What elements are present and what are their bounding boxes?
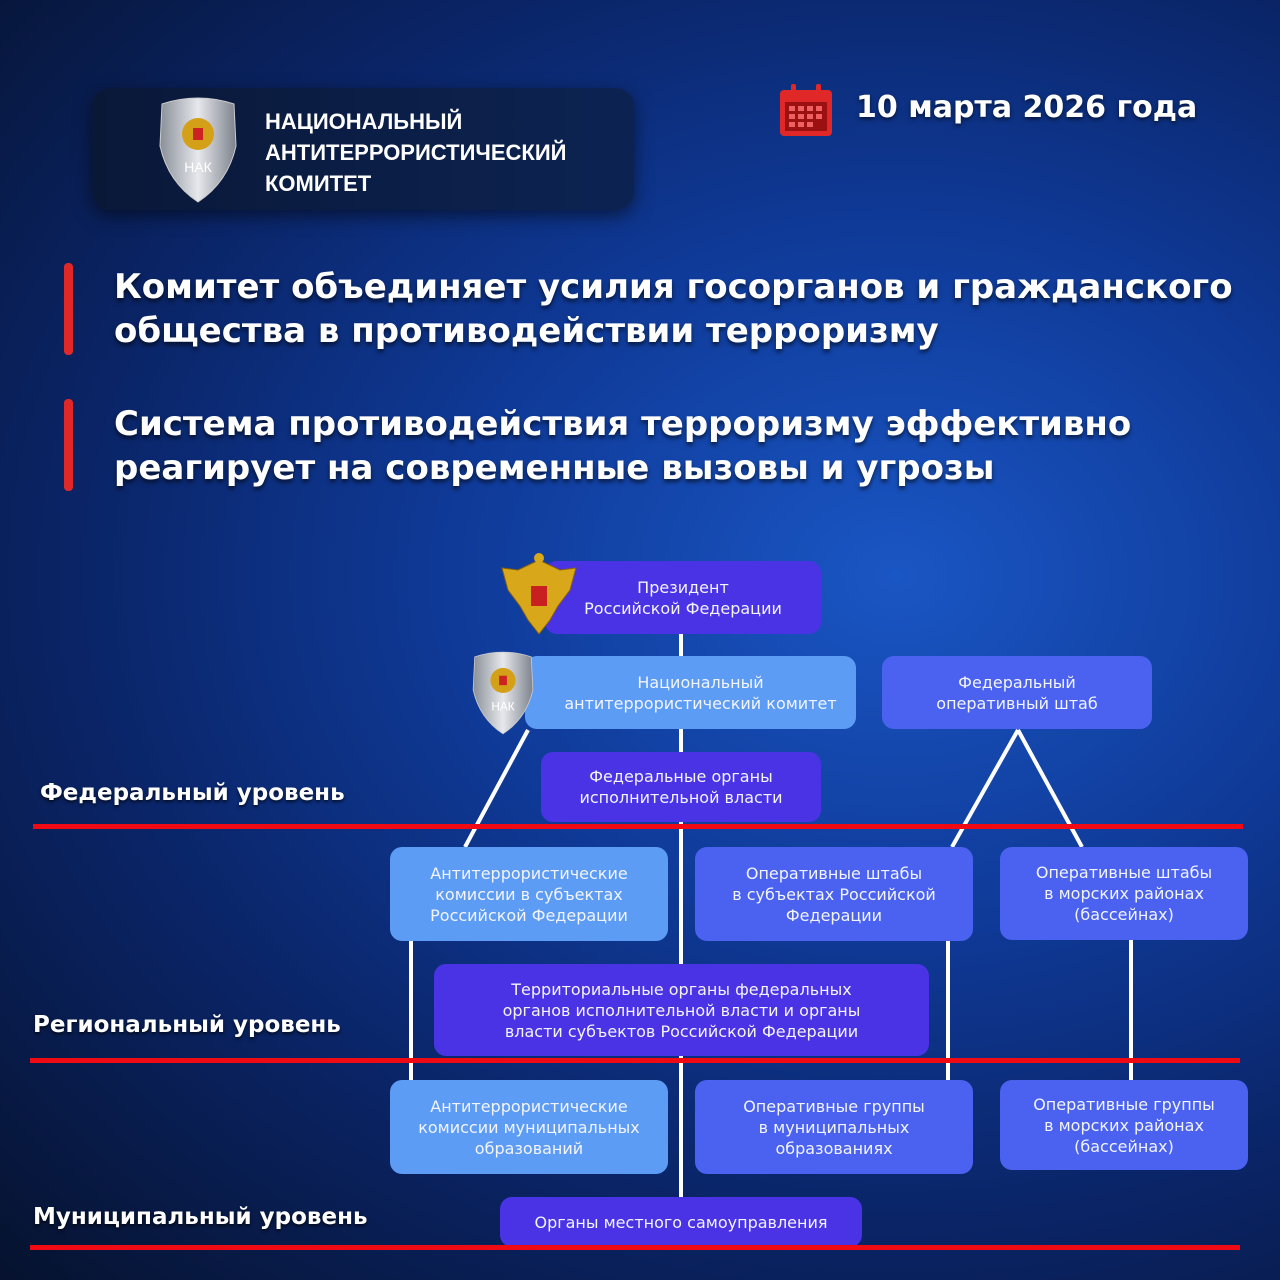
headline-line: Комитет объединяет усилия госорганов и г… [114,267,1233,307]
headline-1: Комитет объединяет усилия госорганов и г… [114,265,1233,353]
box-territorial: Территориальные органы федеральных орган… [434,964,929,1056]
svg-text:НАК: НАК [491,700,514,713]
coat-of-arms-icon [501,553,577,635]
connector [950,729,1020,848]
connector [463,729,530,848]
level-municipal: Муниципальный уровень [33,1204,368,1230]
divider-regional [30,1058,1240,1063]
svg-text:НАК: НАК [184,159,212,175]
divider-municipal [30,1245,1240,1250]
connector [1016,729,1084,848]
nak-shield-logo: НАК [159,97,237,203]
divider-federal [33,824,1243,829]
org-name-line: НАЦИОНАЛЬНЫЙ [265,109,463,134]
box-atk-subjects: Антитеррористические комиссии в субъекта… [390,847,668,941]
box-op-hq-sea: Оперативные штабы в морских районах (бас… [1000,847,1248,940]
accent-bar [64,263,73,355]
level-federal: Федеральный уровень [40,780,345,806]
org-name-line: АНТИТЕРРОРИСТИЧЕСКИЙ [265,140,567,165]
headline-line: реагирует на современные вызовы и угрозы [114,448,995,488]
box-op-groups-municipal: Оперативные группы в муниципальных образ… [695,1080,973,1174]
box-atk-municipal: Антитеррористические комиссии муниципаль… [390,1080,668,1174]
headline-line: общества в противодействии терроризму [114,311,939,351]
nak-shield-icon: НАК [472,651,534,735]
box-op-hq-subjects: Оперативные штабы в субъектах Российской… [695,847,973,941]
accent-bar [64,399,73,491]
box-fed-op-hq: Федеральный оперативный штаб [882,656,1152,729]
headline-2: Система противодействия терроризму эффек… [114,402,1131,490]
box-nak: Национальный антитеррористический комите… [525,656,856,729]
org-name-line: КОМИТЕТ [265,171,372,196]
level-regional: Региональный уровень [33,1012,341,1038]
box-president: Президент Российской Федерации [545,561,821,634]
box-fed-exec: Федеральные органы исполнительной власти [541,752,821,822]
date: 10 марта 2026 года [856,90,1198,125]
box-op-groups-sea: Оперативные группы в морских районах (ба… [1000,1080,1248,1170]
org-name: НАЦИОНАЛЬНЫЙ АНТИТЕРРОРИСТИЧЕСКИЙ КОМИТЕ… [265,106,566,199]
headline-line: Система противодействия терроризму эффек… [114,404,1132,444]
box-local-gov: Органы местного самоуправления [500,1197,862,1247]
calendar-icon [780,84,832,136]
